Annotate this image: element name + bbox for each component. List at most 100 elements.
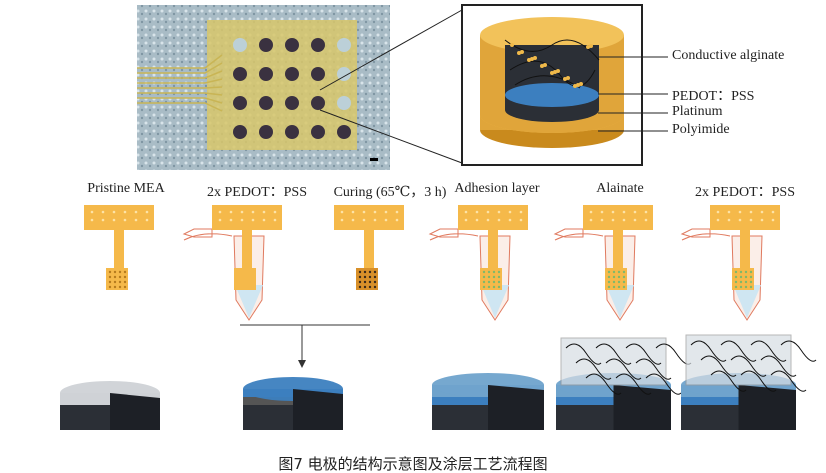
contact (475, 210, 479, 214)
site (739, 285, 743, 289)
process-arrow (240, 324, 370, 368)
site (118, 280, 122, 284)
contact (262, 218, 266, 222)
tube-cap (428, 228, 479, 241)
polymer-chain (645, 373, 682, 395)
contact (112, 210, 116, 214)
contact (464, 218, 468, 222)
contact (519, 210, 523, 214)
site (497, 270, 501, 274)
tube-cap (680, 228, 731, 241)
polymer-chain (575, 358, 612, 380)
site (607, 275, 611, 279)
contact (497, 218, 501, 222)
mea-stem (114, 230, 124, 270)
trace (137, 102, 223, 112)
mea-tip (106, 268, 128, 290)
contact (589, 210, 593, 214)
polymer-chain (760, 355, 797, 377)
site (744, 270, 748, 274)
polymer-chain (710, 370, 747, 392)
contact (240, 218, 244, 222)
polymer-chain (605, 358, 642, 380)
electrode-site (259, 67, 273, 81)
electrode-site (311, 67, 325, 81)
contact (644, 218, 648, 222)
contact (340, 218, 344, 222)
solution (606, 285, 634, 318)
mea-tip (732, 268, 754, 290)
contact (229, 210, 233, 214)
site (734, 275, 738, 279)
site (622, 280, 626, 284)
site (739, 275, 743, 279)
figure-caption: 图7 电极的结构示意图及涂层工艺流程图 (278, 455, 548, 473)
site (749, 280, 753, 284)
site (358, 280, 362, 284)
contact (273, 218, 277, 222)
site (749, 270, 753, 274)
trace (137, 92, 223, 96)
polymer-chain (700, 355, 737, 377)
site (622, 270, 626, 274)
site (744, 280, 748, 284)
contact (716, 218, 720, 222)
site (497, 280, 501, 284)
contact (251, 218, 255, 222)
contact (90, 218, 94, 222)
electrode-site (285, 96, 299, 110)
pedot-particle (540, 64, 544, 68)
site (612, 285, 616, 289)
device-step-2 (182, 205, 282, 321)
label-platinum: Platinum (672, 104, 723, 119)
site (358, 285, 362, 289)
contact (738, 210, 742, 214)
device-step-5 (553, 205, 653, 321)
site (118, 270, 122, 274)
contact (362, 218, 366, 222)
site (108, 270, 112, 274)
site (373, 275, 377, 279)
polymer-chain (690, 340, 727, 362)
electrode-site (259, 125, 273, 139)
contact (486, 218, 490, 222)
electrode-site (337, 125, 351, 139)
site (108, 275, 112, 279)
inset-electrode (461, 4, 668, 166)
electrode-site (285, 67, 299, 81)
contact (340, 210, 344, 214)
site (622, 275, 626, 279)
site (739, 280, 743, 284)
trace (137, 97, 223, 104)
mea-stem (613, 230, 623, 270)
site (617, 280, 621, 284)
electrode-site (311, 125, 325, 139)
contact (123, 218, 127, 222)
site (363, 280, 367, 284)
contact (351, 210, 355, 214)
contact (508, 218, 512, 222)
label-pedot-pss: PEDOT：PSS (672, 89, 755, 104)
mea-stem (740, 230, 750, 270)
mea-tip (234, 268, 256, 290)
mea-pad (458, 205, 528, 230)
polymer-chain (780, 340, 817, 362)
mea-pad (334, 205, 404, 230)
electrode-site (337, 96, 351, 110)
site (113, 285, 117, 289)
polymer-chain (730, 355, 767, 377)
step-label-pedot-1: 2x PEDOT：PSS (207, 185, 307, 200)
site (617, 285, 621, 289)
contact (384, 218, 388, 222)
cutout (613, 385, 671, 430)
site (607, 285, 611, 289)
site (617, 270, 621, 274)
site (373, 285, 377, 289)
contact (760, 210, 764, 214)
contact (519, 218, 523, 222)
contact (395, 218, 399, 222)
electrode-site (285, 125, 299, 139)
contact (749, 210, 753, 214)
disc-alginate (556, 337, 692, 430)
site (612, 280, 616, 284)
